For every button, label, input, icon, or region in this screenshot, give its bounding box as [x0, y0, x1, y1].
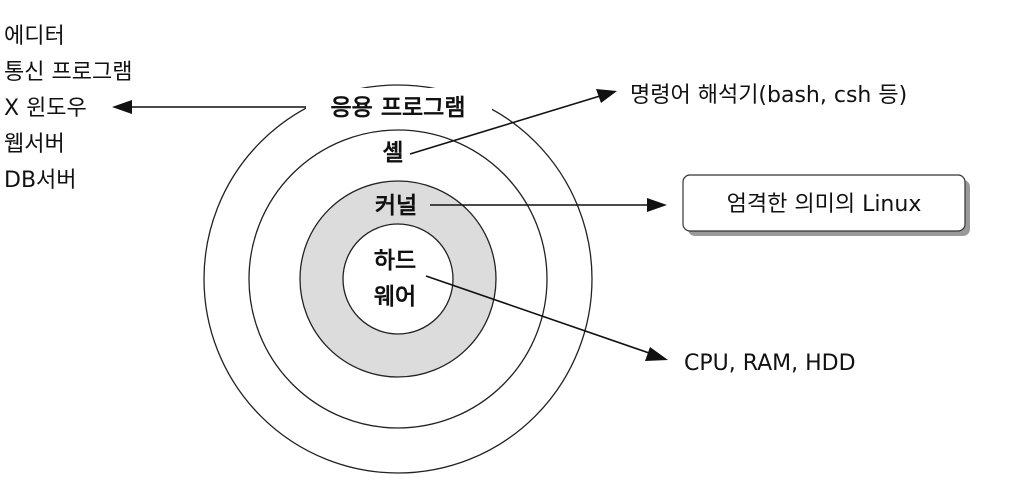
app-example-item: X 윈도우	[4, 96, 87, 121]
application-label-bg	[306, 88, 492, 124]
application-arrow-head	[112, 100, 132, 114]
shell-arrow-head	[596, 89, 617, 103]
shell-layer-label: 셸	[382, 140, 403, 166]
app-example-item: 에디터	[4, 24, 65, 49]
app-example-item: 웹서버	[4, 132, 65, 157]
shell-callout: 명령어 해석기(bash, csh 등)	[630, 83, 907, 108]
hardware-label-line2: 웨어	[374, 284, 416, 310]
kernel-layer-label: 커널	[375, 193, 417, 219]
hardware-arrow	[425, 275, 653, 355]
shell-arrow	[409, 95, 601, 155]
hardware-callout: CPU, RAM, HDD	[684, 351, 856, 376]
application-layer-label: 응용 프로그램	[331, 95, 466, 121]
kernel-callout: 엄격한 의미의 Linux	[727, 192, 922, 217]
kernel-arrow-head	[647, 198, 667, 212]
kernel-callout-box	[682, 174, 966, 232]
app-example-item: 통신 프로그램	[4, 60, 132, 85]
app-example-item: DB서버	[4, 168, 77, 193]
hardware-label-line1: 하드	[374, 248, 416, 274]
hardware-arrow-head	[645, 347, 668, 361]
hardware-core	[342, 223, 454, 335]
